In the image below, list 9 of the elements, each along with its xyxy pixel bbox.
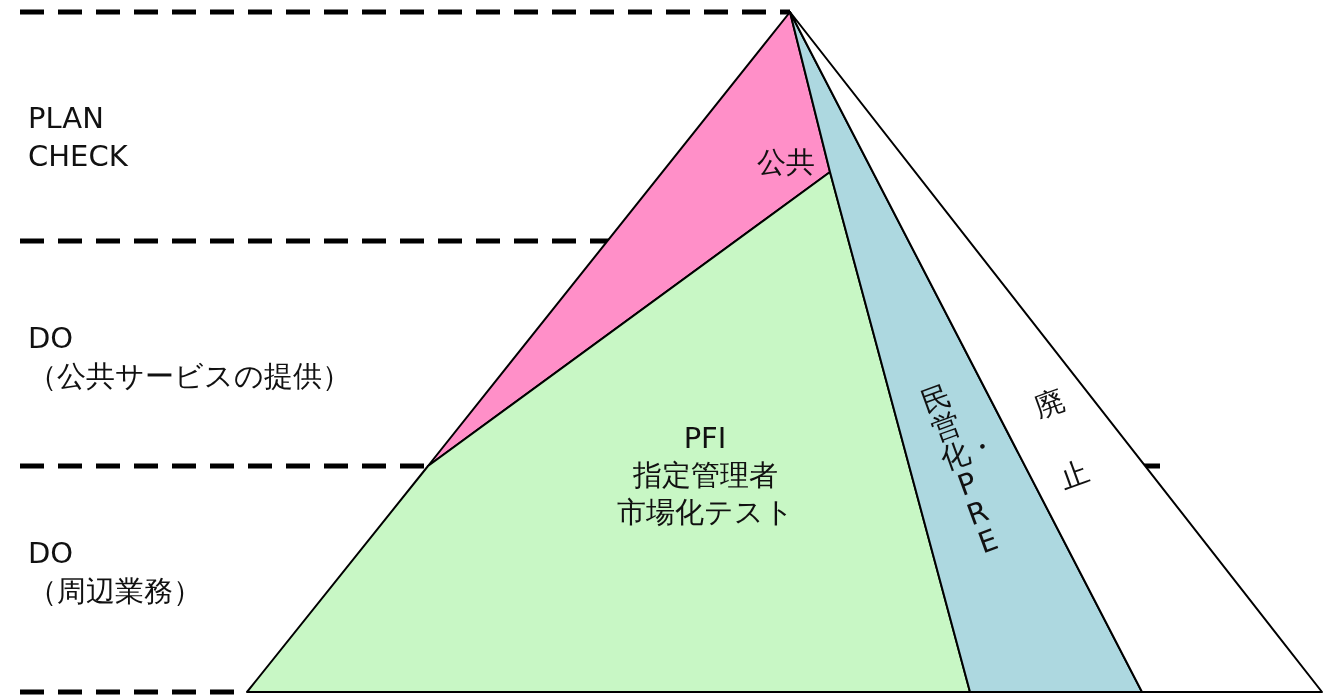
level-label: DO （周辺業務） [28, 535, 202, 610]
level-label: DO （公共サービスの提供） [28, 320, 351, 395]
section-label: PFI [683, 420, 727, 456]
level-label: PLAN CHECK [28, 100, 128, 175]
section-label: 公共 [757, 144, 815, 180]
section-label: 指定管理者 [632, 457, 778, 493]
section-label: 市場化テスト [616, 494, 794, 530]
section-label: 廃止 [1028, 382, 1096, 498]
section-label: 民営化・PRE [915, 378, 1004, 562]
